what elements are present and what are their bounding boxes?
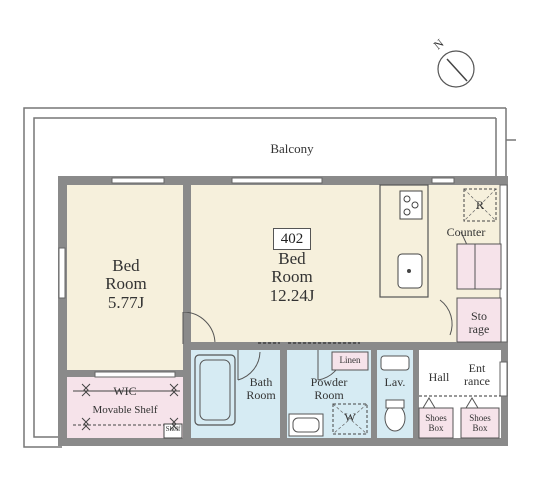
storage-closet <box>456 297 502 343</box>
powder-label: Powder Room <box>296 376 362 402</box>
storage-line2: rage <box>468 321 490 336</box>
washer-space <box>332 403 368 435</box>
toilet-icon <box>380 355 410 432</box>
lav-label: Lav. <box>384 375 406 389</box>
counter-label: Counter <box>446 225 486 239</box>
stove-icon <box>399 190 423 220</box>
entrance-label: Ent rance <box>456 362 498 388</box>
unit-number-badge: 402 <box>273 228 311 250</box>
left-window <box>58 247 66 299</box>
shoes-box-right-line2: Box <box>472 422 488 433</box>
wic-label: WIC <box>113 384 137 398</box>
linen-closet <box>331 351 369 371</box>
movable-shelf-label: Movable Shelf <box>92 404 158 416</box>
balcony-label: Balcony <box>270 141 314 156</box>
bedroom-large-label: Bed Room 12.24J <box>250 249 334 305</box>
wic-shelf <box>73 371 183 439</box>
bathtub-icon <box>194 354 236 426</box>
bedroom-large-area: 12.24J <box>269 285 315 305</box>
top-windows <box>111 177 455 184</box>
shoes-box-left-label: Shoes Box <box>419 413 453 433</box>
shoe-boxes <box>418 407 500 439</box>
shoes-box-right-label: Shoes Box <box>461 413 499 433</box>
fridge-mark: R <box>475 198 484 212</box>
entrance-door-gap <box>499 361 508 397</box>
bedroom-large-line2: Room <box>271 267 313 287</box>
powder-vanity <box>288 413 324 437</box>
bath-line1: Bath <box>249 375 273 389</box>
powder-line2: Room <box>314 387 344 402</box>
bath-label: Bath Room <box>238 376 284 402</box>
compass-icon <box>437 50 475 88</box>
shelf-label: Shelf <box>165 425 181 433</box>
fridge-space <box>463 188 497 222</box>
shoe-box-doors <box>422 397 479 409</box>
bedroom-large-line1: Bed <box>278 249 306 268</box>
bedroom-small-floor <box>67 185 183 370</box>
storage-label: Sto rage <box>458 310 500 336</box>
washer-mark: W <box>344 410 356 424</box>
shoes-box-left-line2: Box <box>428 422 444 433</box>
bedroom-small-label: Bed Room 5.77J <box>86 256 166 312</box>
entrance-line1: Ent <box>468 361 486 375</box>
powder-line1: Powder <box>310 375 348 389</box>
entrance-line2: rance <box>464 373 490 388</box>
bedroom-small-line1: Bed <box>112 256 140 275</box>
bath-line2: Room <box>246 387 276 402</box>
counter-cabinet <box>456 243 502 290</box>
bedroom-small-line2: Room <box>105 274 147 294</box>
balcony-area <box>23 107 516 448</box>
shoes-box-left-line1: Shoes <box>425 413 447 423</box>
shoes-box-right-line1: Shoes <box>469 413 491 423</box>
linen-label: Linen <box>339 355 361 365</box>
bedroom-small-area: 5.77J <box>107 292 145 312</box>
storage-line1: Sto <box>470 309 487 323</box>
sink-icon <box>397 253 423 289</box>
hall-label: Hall <box>428 370 450 384</box>
